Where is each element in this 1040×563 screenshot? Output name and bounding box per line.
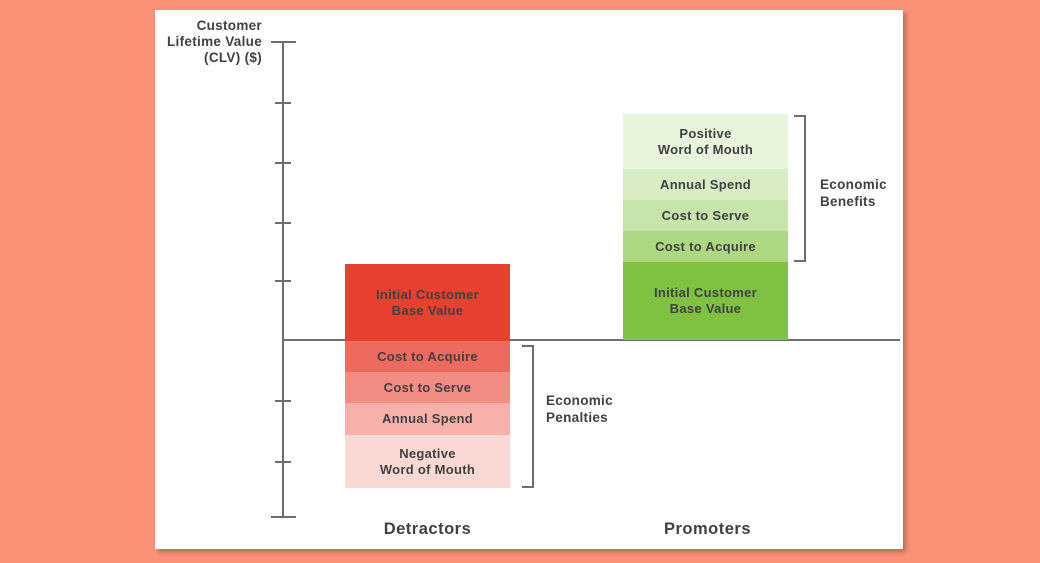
segment-label: Cost to Acquire (377, 348, 478, 364)
segment-label: Initial Customer Base Value (375, 286, 480, 318)
segment-label: Negative Word of Mouth (379, 445, 476, 477)
segment-positive-word-of-mouth: Positive Word of Mouth (623, 114, 788, 169)
y-axis-endcap-bottom (271, 516, 296, 518)
segment-cost-to-serve: Cost to Serve (345, 372, 510, 403)
segment-label: Positive Word of Mouth (657, 125, 754, 157)
segment-label: Annual Spend (660, 176, 751, 192)
segment-label: Cost to Acquire (655, 238, 756, 254)
economic-benefits-label: Economic Benefits (820, 177, 887, 209)
segment-initial-customer-base-value: Initial Customer Base Value (623, 262, 788, 340)
y-axis-tick (275, 222, 291, 224)
segment-label: Annual Spend (382, 411, 473, 426)
y-axis-title-line: (CLV) ($) (204, 50, 262, 65)
y-axis-title: Customer Lifetime Value (CLV) ($) (150, 18, 262, 66)
category-label-promoters: Promoters (663, 520, 752, 538)
segment-negative-word-of-mouth: Negative Word of Mouth (345, 435, 510, 488)
category-label-detractors: Detractors (383, 520, 472, 538)
segment-cost-to-acquire: Cost to Acquire (623, 231, 788, 262)
y-axis-tick (275, 280, 291, 282)
y-axis-tick (275, 162, 291, 164)
y-axis-endcap-top (271, 41, 296, 43)
y-axis-tick (275, 461, 291, 463)
segment-annual-spend: Annual Spend (623, 169, 788, 200)
segment-cost-to-acquire: Cost to Acquire (345, 341, 510, 372)
y-axis-title-line: Customer (196, 18, 262, 33)
segment-initial-customer-base-value: Initial Customer Base Value (345, 264, 510, 341)
segment-annual-spend: Annual Spend (345, 403, 510, 435)
economic-penalties-bracket (522, 345, 534, 488)
y-axis-tick (275, 400, 291, 402)
y-axis-title-line: Lifetime Value (167, 34, 262, 49)
y-axis-tick (275, 102, 291, 104)
economic-penalties-label: Economic Penalties (546, 393, 613, 425)
segment-label: Cost to Serve (661, 207, 750, 223)
segment-label: Initial Customer Base Value (653, 285, 758, 316)
x-axis-baseline (283, 339, 900, 341)
segment-cost-to-serve: Cost to Serve (623, 200, 788, 231)
segment-label: Cost to Serve (383, 379, 472, 395)
y-axis-line (282, 41, 284, 518)
economic-benefits-bracket (794, 115, 806, 262)
